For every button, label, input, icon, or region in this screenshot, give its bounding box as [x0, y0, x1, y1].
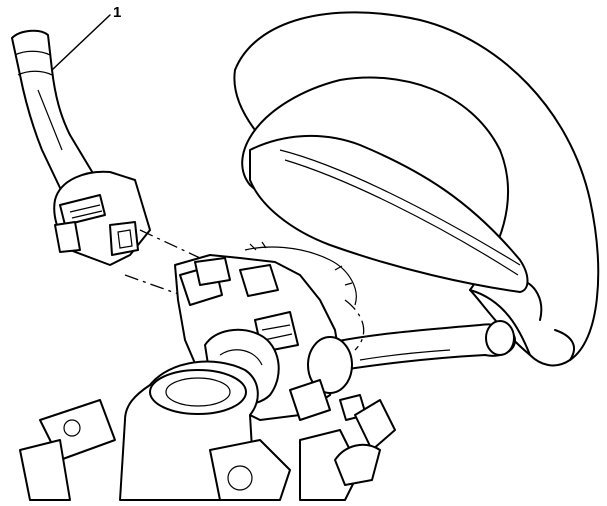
wheel-hub	[244, 241, 357, 306]
turn-signal-lever	[11, 29, 151, 266]
right-lever	[319, 320, 516, 373]
callout-1	[51, 14, 111, 71]
callout-number-label: 1	[113, 4, 122, 21]
steering-column	[19, 360, 396, 501]
steering-wheel	[233, 11, 600, 367]
